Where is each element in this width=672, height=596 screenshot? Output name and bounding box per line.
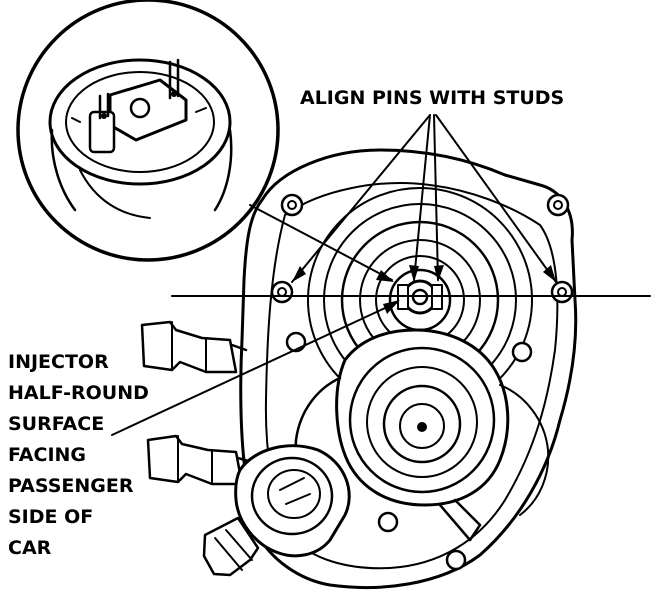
injector-label-line-5: PASSENGER [8, 475, 134, 497]
injector-label-line-1: INJECTOR [8, 351, 109, 373]
mounting-stud-holes [270, 193, 574, 571]
injector-detail-inset [16, 0, 280, 262]
vacuum-port-upper [140, 320, 238, 374]
injector-label-line-7: CAR [8, 537, 52, 559]
injector-label-line-2: HALF-ROUND [8, 382, 149, 404]
injector-label-line-6: SIDE OF [8, 506, 93, 528]
align-pins-label: ALIGN PINS WITH STUDS [300, 87, 564, 109]
injector-label: INJECTOR HALF-ROUND SURFACE FACING PASSE… [8, 351, 149, 559]
injector-label-line-4: FACING [8, 444, 86, 466]
sensor-connector [202, 444, 351, 577]
vacuum-port-lower [146, 434, 244, 486]
leader-lines [111, 114, 651, 436]
injector-label-line-3: SURFACE [8, 413, 104, 435]
throttle-actuator [294, 328, 550, 542]
